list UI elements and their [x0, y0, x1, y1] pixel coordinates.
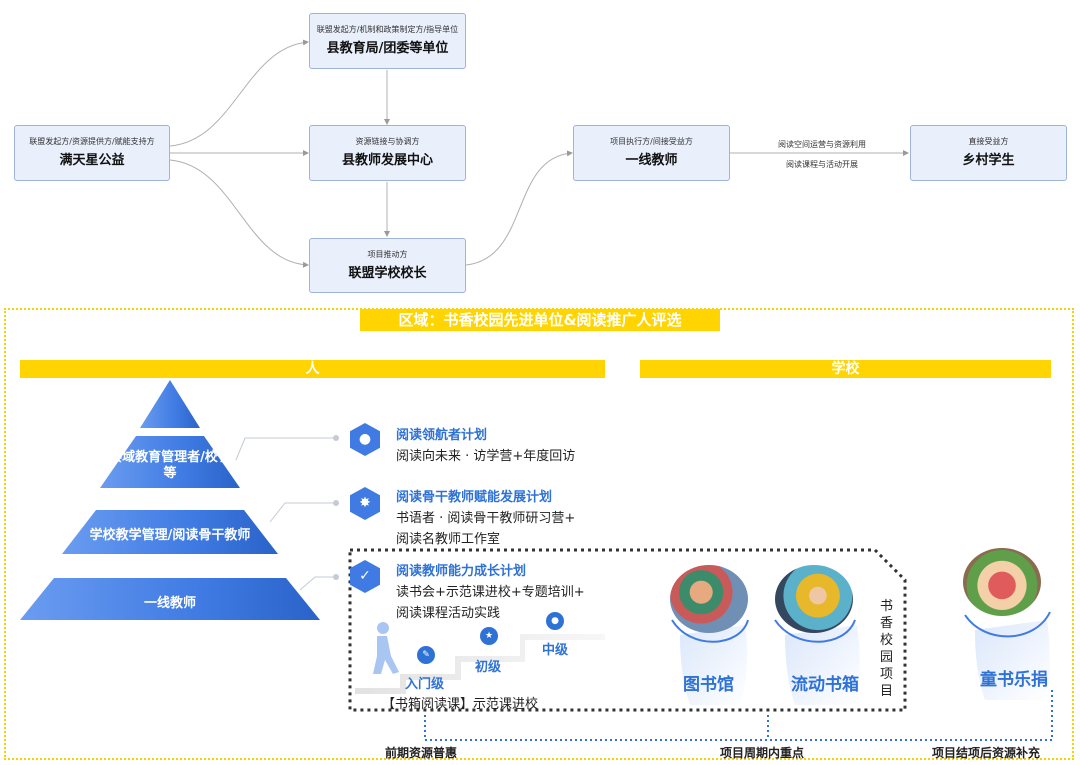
school-item-donation: 童书乐捐 [980, 670, 1048, 690]
step-icon-junior: ★ [480, 627, 498, 645]
node-fazhan: 资源链接与协调方 县教师发展中心 [309, 125, 466, 181]
plan-3-frame [348, 548, 907, 712]
pyramid-level-3 [20, 578, 320, 620]
node-name: 满天星公益 [59, 153, 125, 168]
region-title: 区域：书香校园先进单位&阅读推广人评选 [360, 309, 720, 331]
edge-xiaozhang-jiaoshi [465, 150, 573, 266]
pyramid-label-text: 县域教育管理者/校长等 [109, 450, 231, 481]
walker-icon [373, 622, 399, 674]
step-label-entry: 入门级 [405, 677, 445, 692]
pyramid-top [140, 380, 200, 428]
photo-library [670, 565, 748, 633]
node-jiaoyuju: 联盟发起方/机制和政策制定方/指导单位 县教育局/团委等单位 [309, 13, 466, 69]
people-icon: ● [350, 423, 380, 456]
edge-label-space: 阅读空间运营与资源利用 [778, 140, 866, 149]
flow-connectors [169, 39, 909, 268]
pyramid-level-1 [100, 436, 240, 488]
photo-donation [963, 548, 1041, 616]
plan-3-line-1: 读书会+示范课进校+专题培训+ [396, 585, 585, 600]
school-project-label: 书香校园项目 [880, 599, 894, 699]
node-name: 乡村学生 [962, 153, 1015, 168]
pyramid-label-bottom: 一线教师 [143, 596, 196, 611]
lightbulb-icon: ✸ [350, 487, 380, 520]
pyramid [20, 380, 339, 620]
edge-label-course: 阅读课程与活动开展 [786, 160, 858, 169]
plan-1-title: 阅读领航者计划 [396, 428, 488, 443]
pyramid-label-middle: 学校教学管理/阅读骨干教师 [89, 528, 251, 543]
node-xuesheng: 直接受益方 乡村学生 [910, 125, 1067, 181]
node-role: 联盟发起方/机制和政策制定方/指导单位 [316, 25, 459, 34]
node-role: 项目执行方/间接受益方 [610, 137, 693, 146]
node-name: 县教师发展中心 [341, 153, 433, 168]
node-jiaoshi: 项目执行方/间接受益方 一线教师 [573, 125, 730, 181]
steps-graphic [355, 622, 605, 694]
timeline-after: 项目结项后资源补充 [932, 746, 1041, 760]
plan-1-line: 阅读向未来 · 访学营+年度回访 [396, 449, 576, 464]
node-role: 直接受益方 [968, 137, 1009, 146]
step-label-middle: 中级 [542, 643, 569, 658]
pyramid-level-2 [62, 510, 278, 554]
plan-2-title: 阅读骨干教师赋能发展计划 [396, 490, 553, 505]
school-item-book-box: 流动书箱 [791, 675, 859, 695]
school-item-library: 图书馆 [683, 675, 734, 695]
node-role: 联盟发起方/资源提供方/赋能支持方 [29, 137, 155, 146]
school-pins [671, 611, 1051, 705]
people-header: 人 [20, 360, 605, 378]
plan-3-line-2: 阅读课程活动实践 [396, 606, 501, 621]
school-header: 学校 [640, 360, 1051, 378]
node-name: 县教育局/团委等单位 [326, 41, 449, 56]
node-role: 资源链接与协调方 [355, 137, 420, 146]
timeline-during: 项目周期内重点 [720, 746, 805, 760]
plan-2-line-1: 书语者 · 阅读骨干教师研习营+ [396, 511, 576, 526]
node-role: 项目推动方 [367, 250, 408, 259]
timeline-connectors [424, 690, 1053, 741]
pyramid-label-top: 县域教育管理者/校长等 [108, 450, 232, 482]
node-name: 一线教师 [625, 153, 678, 168]
node-name: 联盟学校校长 [348, 266, 427, 281]
plan-3-title: 阅读教师能力成长计划 [396, 564, 527, 579]
plan-2-line-2: 阅读名教师工作室 [396, 532, 501, 547]
node-mantianxing: 联盟发起方/资源提供方/赋能支持方 满天星公益 [14, 125, 170, 181]
node-xiaozhang: 项目推动方 联盟学校校长 [309, 238, 466, 293]
edge-mantianxing-jiaoyuju [169, 39, 309, 147]
timeline-early: 前期资源普惠 [385, 746, 458, 760]
step-icon-middle: ● [546, 612, 564, 630]
edge-mantianxing-xiaozhang [169, 159, 309, 268]
step-icon-entry: ✎ [417, 646, 435, 664]
steps-caption: 【书箱阅读课】示范课进校 [382, 697, 539, 712]
clipboard-icon: ✓ [350, 560, 380, 593]
step-label-junior: 初级 [475, 660, 502, 675]
photo-book-box [775, 565, 853, 633]
